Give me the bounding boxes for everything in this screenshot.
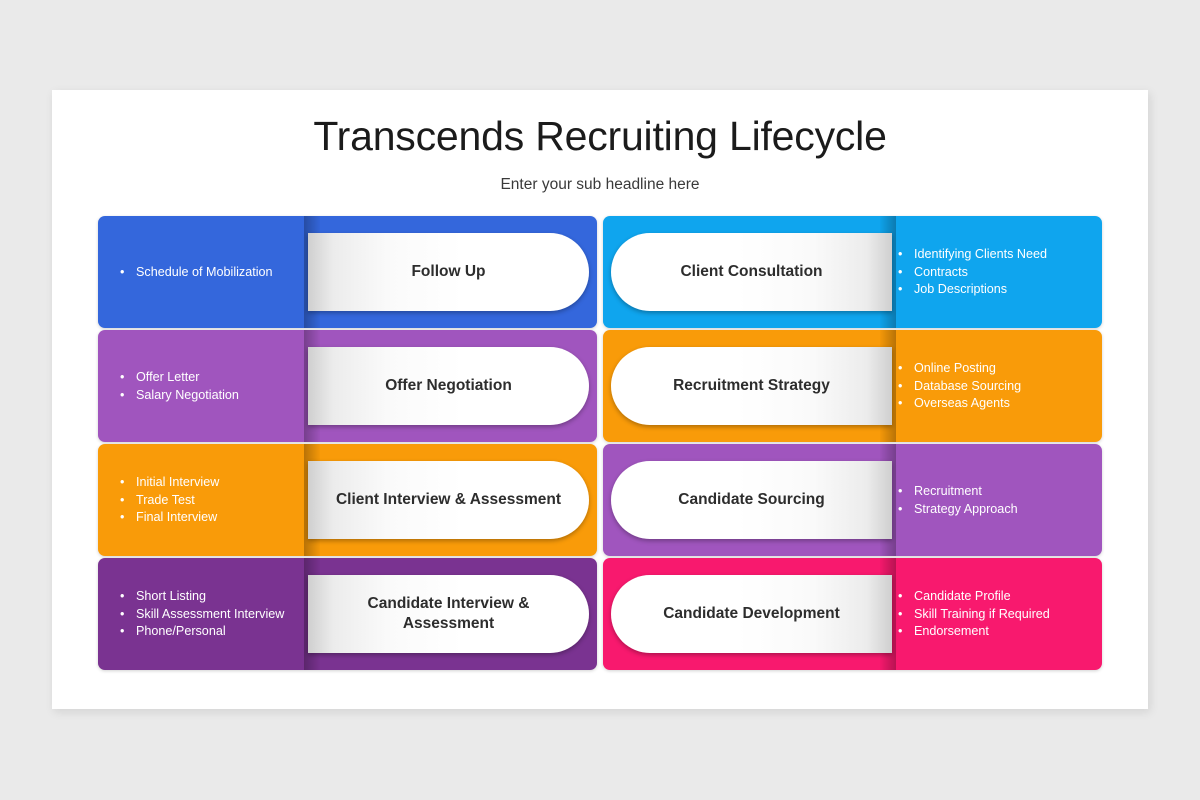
list-item: • Contracts xyxy=(898,264,1088,281)
list-item: • Identifying Clients Need xyxy=(898,246,1088,263)
bullet-dot-icon: • xyxy=(898,264,903,279)
stage-label: Follow Up xyxy=(411,263,486,281)
bullet-dot-icon: • xyxy=(120,589,125,604)
bullet-dot-icon: • xyxy=(120,387,125,402)
list-item-label: Recruitment xyxy=(914,483,982,498)
bullet-dot-icon: • xyxy=(898,396,903,411)
list-item: • Database Sourcing xyxy=(898,378,1088,395)
page-subtitle: Enter your sub headline here xyxy=(500,176,700,194)
list-item-label: Candidate Profile xyxy=(914,589,1011,604)
lifecycle-card-offer-negotiation[interactable]: Offer Negotiation • Offer Letter • Salary Ne… xyxy=(98,330,597,442)
stage-bullet-list: • Offer Letter • Salary Negotiation xyxy=(120,330,298,442)
list-item-label: Salary Negotiation xyxy=(136,387,239,402)
lifecycle-card-client-consultation[interactable]: Client Consultation • Identifying Clients … xyxy=(603,216,1102,328)
bullet-dot-icon: • xyxy=(120,492,125,507)
list-item-label: Online Posting xyxy=(914,361,996,376)
list-item: • Job Descriptions xyxy=(898,281,1088,298)
stage-ribbon[interactable]: Candidate Development xyxy=(611,575,892,653)
bullet-dot-icon: • xyxy=(120,510,125,525)
list-item-label: Phone/Personal xyxy=(136,624,226,639)
stage-bullet-list: • Short Listing • Skill Assessment Intervie… xyxy=(120,558,298,670)
list-item: • Overseas Agents xyxy=(898,395,1088,412)
stage-label: Offer Negotiation xyxy=(385,377,512,395)
list-item: • Short Listing xyxy=(120,588,298,605)
list-item: • Skill Assessment Interview xyxy=(120,606,298,623)
list-item: • Trade Test xyxy=(120,492,298,509)
bullet-dot-icon: • xyxy=(120,606,125,621)
list-item: • Initial Interview xyxy=(120,474,298,491)
bullet-dot-icon: • xyxy=(120,369,125,384)
stage-bullet-list: • Recruitment • Strategy Approach xyxy=(898,444,1088,556)
stage-bullet-list: • Online Posting • Database Sourcing • Overse… xyxy=(898,330,1088,442)
list-item-label: Contracts xyxy=(914,264,968,279)
list-item: • Candidate Profile xyxy=(898,588,1088,605)
bullet-dot-icon: • xyxy=(898,606,903,621)
list-item-label: Schedule of Mobilization xyxy=(136,264,273,279)
lifecycle-card-candidate-sourcing[interactable]: Candidate Sourcing • Recruitment • Strategy … xyxy=(603,444,1102,556)
stage-ribbon[interactable]: Candidate Interview & Assessment xyxy=(308,575,589,653)
stage-bullet-list: • Candidate Profile • Skill Training if Req… xyxy=(898,558,1088,670)
list-item-label: Job Descriptions xyxy=(914,282,1008,297)
stage-ribbon[interactable]: Client Interview & Assessment xyxy=(308,461,589,539)
bullet-dot-icon: • xyxy=(898,282,903,297)
list-item: • Salary Negotiation xyxy=(120,387,298,404)
list-item-label: Skill Training if Required xyxy=(914,606,1050,621)
bullet-dot-icon: • xyxy=(898,589,903,604)
list-item: • Phone/Personal xyxy=(120,623,298,640)
list-item-label: Initial Interview xyxy=(136,475,220,490)
lifecycle-card-recruitment-strategy[interactable]: Recruitment Strategy • Online Posting • Data… xyxy=(603,330,1102,442)
list-item-label: Final Interview xyxy=(136,510,218,525)
stage-label: Candidate Interview & Assessment xyxy=(367,595,530,632)
list-item-label: Short Listing xyxy=(136,589,207,604)
list-item: • Schedule of Mobilization xyxy=(120,264,298,281)
bullet-dot-icon: • xyxy=(120,264,125,279)
stage-bullet-list: • Schedule of Mobilization xyxy=(120,216,298,328)
list-item-label: Skill Assessment Interview xyxy=(136,606,285,621)
list-item: • Skill Training if Required xyxy=(898,606,1088,623)
list-item-label: Endorsement xyxy=(914,624,989,639)
list-item: • Final Interview xyxy=(120,509,298,526)
list-item-label: Strategy Approach xyxy=(914,501,1018,516)
list-item: • Strategy Approach xyxy=(898,501,1088,518)
stage-bullet-list: • Initial Interview • Trade Test • Final Inte… xyxy=(120,444,298,556)
stage-ribbon[interactable]: Recruitment Strategy xyxy=(611,347,892,425)
lifecycle-card-candidate-development[interactable]: Candidate Development•Candidate Profile•… xyxy=(603,558,1102,670)
list-item-label: Identifying Clients Need xyxy=(914,247,1048,262)
list-item: • Offer Letter xyxy=(120,369,298,386)
stage-ribbon[interactable]: Client Consultation xyxy=(611,233,892,311)
stage-ribbon[interactable]: Offer Negotiation xyxy=(308,347,589,425)
list-item-label: Offer Letter xyxy=(136,369,200,384)
bullet-dot-icon: • xyxy=(898,361,903,376)
lifecycle-card-client-interview-assessment[interactable]: Client Interview & Assessment • Initial In… xyxy=(98,444,597,556)
stage-label: Client Consultation xyxy=(680,263,823,281)
list-item: • Online Posting xyxy=(898,360,1088,377)
stage-bullet-list: • Identifying Clients Need • Contracts • Job … xyxy=(898,216,1088,328)
bullet-dot-icon: • xyxy=(898,247,903,262)
stage-label: Candidate Development xyxy=(663,605,840,623)
bullet-dot-icon: • xyxy=(120,475,125,490)
slide-header: Transcends Recruiting Lifecycle Enter yo… xyxy=(52,113,1148,194)
slide-canvas: Transcends Recruiting Lifecycle Enter yo… xyxy=(52,90,1148,709)
list-item-label: Database Sourcing xyxy=(914,378,1022,393)
stage-ribbon[interactable]: Candidate Sourcing xyxy=(611,461,892,539)
stage-ribbon[interactable]: Follow Up xyxy=(308,233,589,311)
bullet-dot-icon: • xyxy=(898,501,903,516)
bullet-dot-icon: • xyxy=(898,624,903,639)
bullet-dot-icon: • xyxy=(898,378,903,393)
stage-label: Candidate Sourcing xyxy=(678,491,825,509)
bullet-dot-icon: • xyxy=(898,483,903,498)
list-item-label: Trade Test xyxy=(136,492,195,507)
bullet-dot-icon: • xyxy=(120,624,125,639)
list-item: • Endorsement xyxy=(898,623,1088,640)
lifecycle-card-follow-up[interactable]: Follow Up • Schedule of Mobilization xyxy=(98,216,597,328)
list-item: • Recruitment xyxy=(898,483,1088,500)
stage-label: Client Interview & Assessment xyxy=(335,491,562,509)
page-title: Transcends Recruiting Lifecycle xyxy=(313,113,887,159)
lifecycle-card-candidate-interview-assessment[interactable]: Candidate Interview & Assessment • Short L… xyxy=(98,558,597,670)
list-item-label: Overseas Agents xyxy=(914,396,1010,411)
stage-label: Recruitment Strategy xyxy=(673,377,830,395)
